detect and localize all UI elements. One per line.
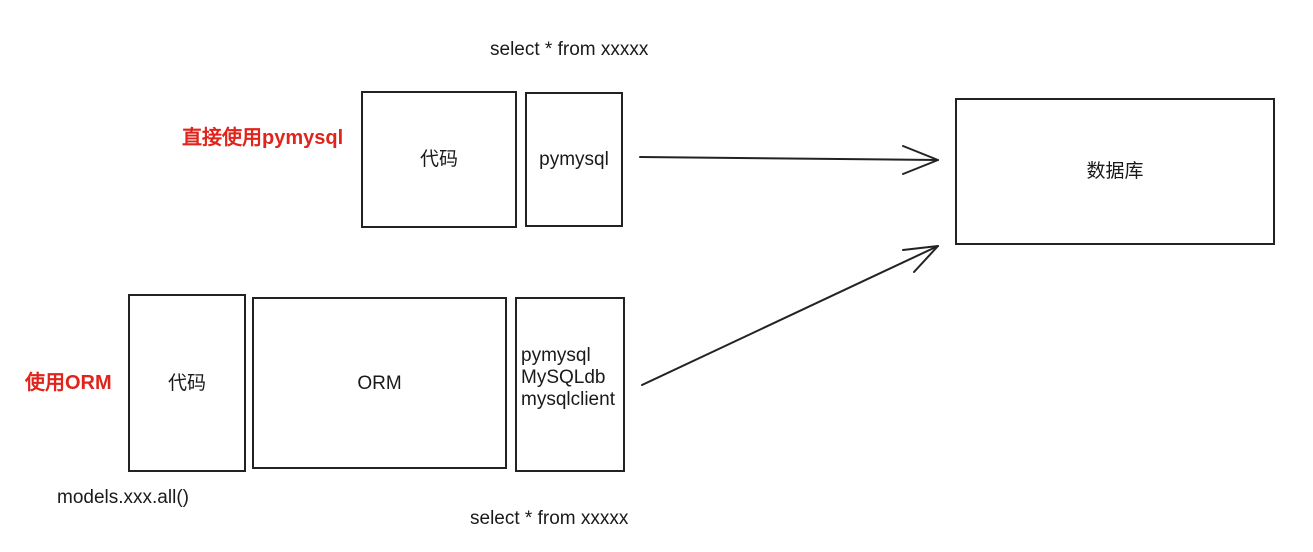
- top-code-box-label: 代码: [419, 149, 458, 170]
- driver-list: pymysql MySQLdb mysqlclient: [521, 345, 615, 411]
- top-arrow: [639, 145, 939, 175]
- top-driver-box-label: pymysql: [539, 149, 609, 170]
- orm-box: ORM: [252, 297, 507, 469]
- bottom-row-label: 使用ORM: [25, 372, 112, 394]
- database-box: 数据库: [955, 98, 1275, 245]
- database-label: 数据库: [1086, 161, 1144, 182]
- bottom-code-box: 代码: [128, 294, 246, 472]
- driver-item-mysqlclient: mysqlclient: [521, 389, 615, 410]
- top-sql-label: select * from xxxxx: [490, 39, 649, 60]
- top-code-box: 代码: [361, 91, 517, 228]
- bottom-sql-label: select * from xxxxx: [470, 508, 629, 529]
- driver-item-pymysql: pymysql: [521, 345, 591, 366]
- top-row-label: 直接使用pymysql: [182, 127, 344, 149]
- driver-item-mysqldb: MySQLdb: [521, 367, 606, 388]
- orm-call-label: models.xxx.all(): [57, 487, 189, 508]
- bottom-driver-box: [515, 297, 625, 472]
- top-driver-box: pymysql: [525, 92, 623, 227]
- bottom-arrow: [641, 245, 939, 386]
- orm-box-label: ORM: [357, 372, 402, 394]
- bottom-code-box-label: 代码: [167, 372, 206, 394]
